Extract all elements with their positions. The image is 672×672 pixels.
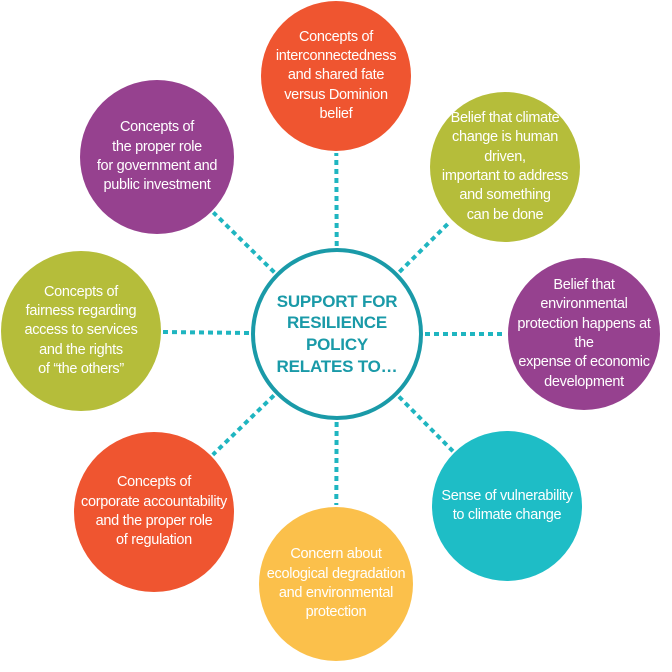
node-ecological-degradation: Concern about ecological degradation and… [259, 507, 413, 661]
connector-climate-human-driven [397, 219, 452, 274]
node-government-role: Concepts of the proper role for governme… [80, 80, 234, 234]
node-ecological-degradation-label: Concern about ecological degradation and… [266, 546, 406, 621]
node-environmental-protection: Belief that environmental protection hap… [508, 258, 660, 410]
node-climate-human-driven-label: Belief that climate change is human driv… [441, 110, 569, 223]
node-interconnectedness-label: Concepts of interconnectedness and share… [275, 28, 397, 122]
node-climate-human-driven: Belief that climate change is human driv… [430, 92, 580, 242]
node-fairness-label: Concepts of fairness regarding access to… [24, 283, 138, 377]
node-vulnerability-label: Sense of vulnerability to climate change [441, 487, 573, 523]
node-corporate-accountability: Concepts of corporate accountability and… [74, 432, 234, 592]
node-vulnerability: Sense of vulnerability to climate change [432, 431, 582, 581]
node-government-role-label: Concepts of the proper role for governme… [96, 119, 218, 194]
connector-fairness [162, 330, 250, 335]
connector-corporate-accountability [211, 393, 276, 457]
center-hub-label: SUPPORT FOR RESILIENCE POLICY RELATES TO… [276, 291, 398, 376]
node-fairness: Concepts of fairness regarding access to… [1, 251, 161, 411]
node-corporate-accountability-label: Concepts of corporate accountability and… [81, 474, 227, 549]
connector-vulnerability [397, 395, 455, 453]
node-environmental-protection-label: Belief that environmental protection hap… [517, 277, 651, 390]
node-interconnectedness: Concepts of interconnectedness and share… [261, 1, 411, 151]
center-hub: SUPPORT FOR RESILIENCE POLICY RELATES TO… [251, 248, 423, 420]
connector-government-role [211, 210, 276, 274]
